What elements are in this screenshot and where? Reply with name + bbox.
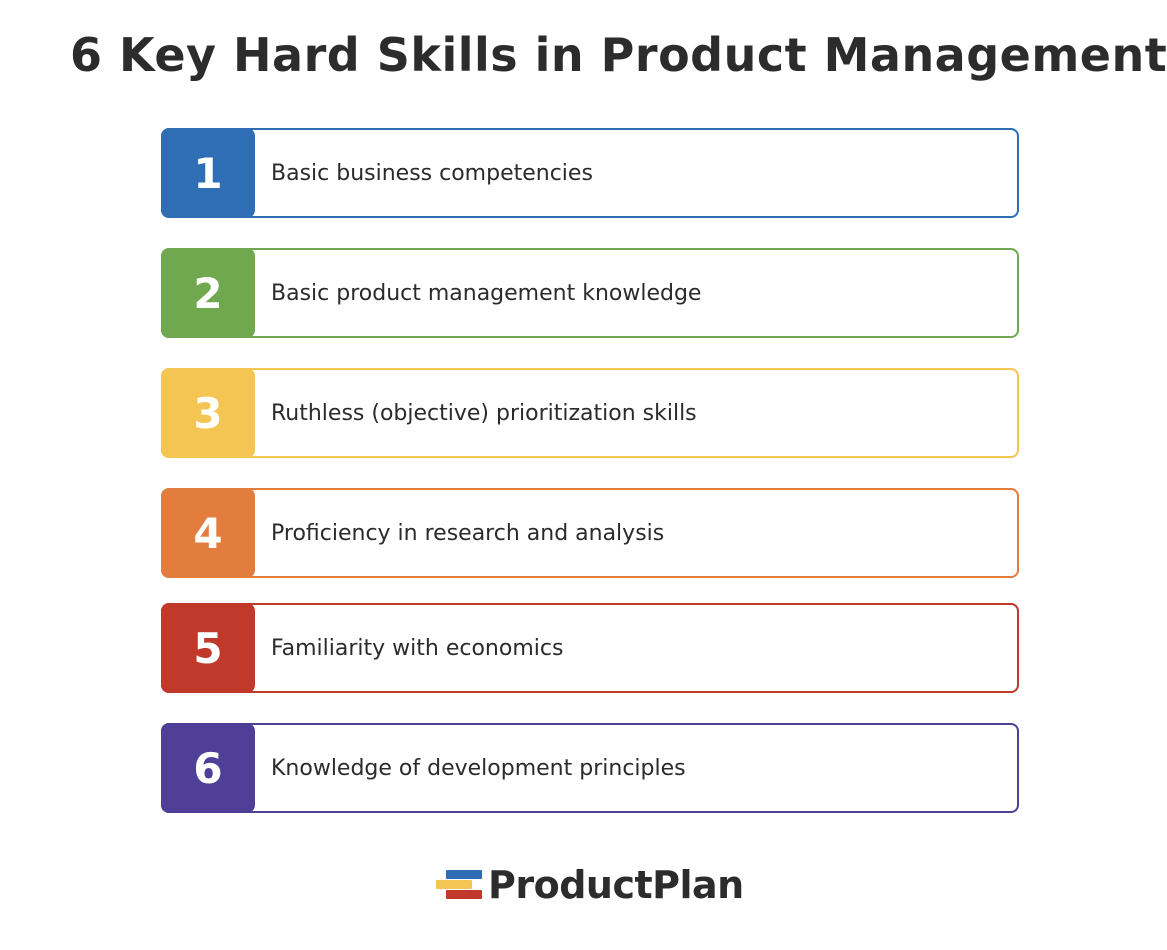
skill-number-badge: 6 [161,723,255,813]
skill-number-badge: 5 [161,603,255,693]
skill-item-2: 2 Basic product management knowledge [161,248,1019,338]
logo-bar-bottom [446,890,482,899]
skill-item-4: 4 Proficiency in research and analysis [161,488,1019,578]
skill-item-5: 5 Familiarity with economics [161,603,1019,693]
productplan-logo: ProductPlan [436,862,744,908]
skill-item-3: 3 Ruthless (objective) prioritization sk… [161,368,1019,458]
skill-number-badge: 1 [161,128,255,218]
logo-wordmark: ProductPlan [488,863,744,907]
skill-label: Proficiency in research and analysis [271,520,665,546]
logo-bar-top [446,870,482,879]
page-title: 6 Key Hard Skills in Product Management [70,28,1167,82]
skill-number-badge: 2 [161,248,255,338]
skill-item-6: 6 Knowledge of development principles [161,723,1019,813]
skill-label: Basic product management knowledge [271,280,702,306]
skill-item-1: 1 Basic business competencies [161,128,1019,218]
skill-label: Basic business competencies [271,160,593,186]
skill-label: Ruthless (objective) prioritization skil… [271,400,697,426]
productplan-logo-icon [436,867,482,903]
skill-number-badge: 3 [161,368,255,458]
logo-bar-middle [436,880,472,889]
skill-number-badge: 4 [161,488,255,578]
skill-label: Knowledge of development principles [271,755,686,781]
skill-label: Familiarity with economics [271,635,564,661]
